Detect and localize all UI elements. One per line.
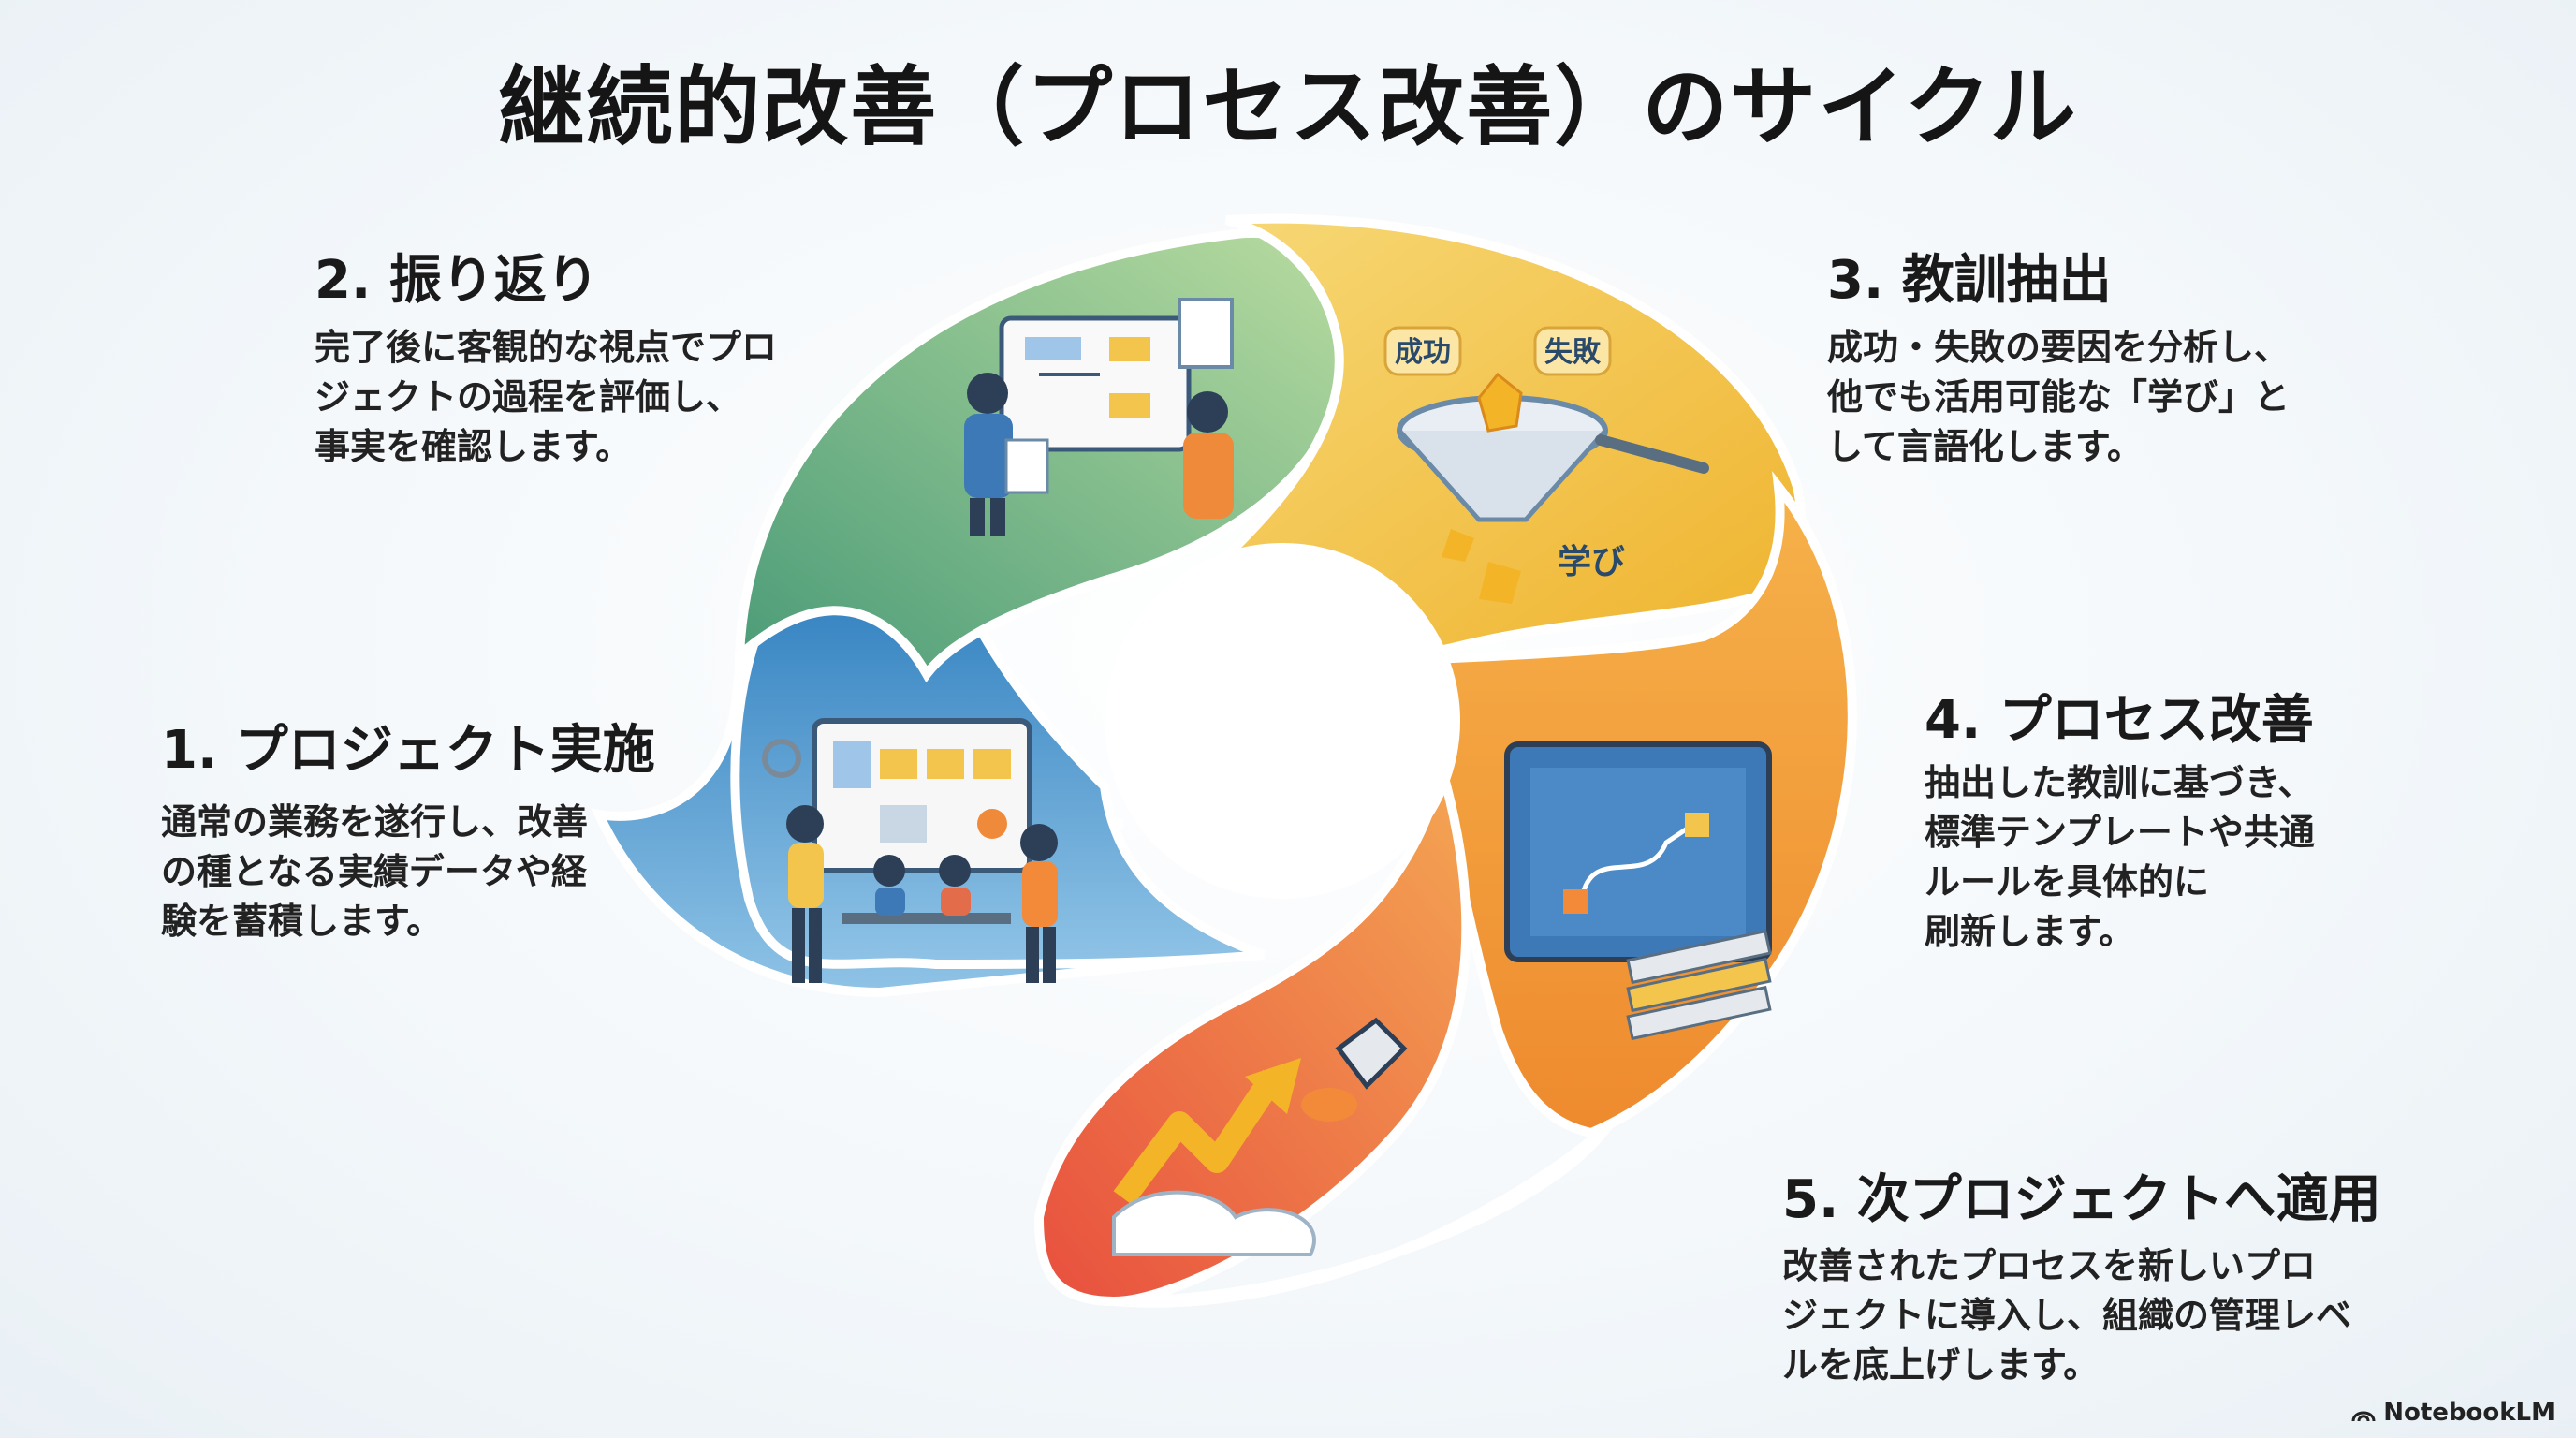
step-4-description: 抽出した教訓に基づき、 標準テンプレートや共通 ルールを具体的に 刷新します。	[1925, 758, 2315, 957]
blueprint-documents-illustration	[1504, 741, 1772, 1041]
notebooklm-logo-icon	[2351, 1411, 2376, 1422]
step-1-desc-line: 験を蓄積します。	[161, 901, 443, 942]
step-3-description: 成功・失敗の要因を分析し、 他でも活用可能な「学び」と して言語化します。	[1827, 323, 2290, 472]
page-title: 継続的改善（プロセス改善）のサイクル	[498, 57, 2078, 157]
watermark: NotebookLM	[2351, 1399, 2555, 1427]
step-5-description: 改善されたプロセスを新しいプロ ジェクトに導入し、組織の管理レベ ルを底上げしま…	[1782, 1241, 2351, 1390]
step-2-desc-line: ジェクトの過程を評価し、	[315, 376, 742, 418]
step-2-desc-line: 完了後に客観的な視点でプロ	[315, 327, 778, 368]
step-5-desc-line: ジェクトに導入し、組織の管理レベ	[1782, 1295, 2352, 1336]
step-2-title: 2. 振り返り	[315, 250, 599, 311]
watermark-text: NotebookLM	[2383, 1399, 2555, 1427]
step-3-desc-line: 成功・失敗の要因を分析し、	[1827, 327, 2291, 368]
review-discussion-illustration	[964, 298, 1234, 536]
segment-5-tail	[1113, 1120, 1615, 1308]
step-1-description: 通常の業務を遂行し、改善 の種となる実績データや経 験を蓄積します。	[161, 798, 588, 946]
step-5-desc-line: 改善されたプロセスを新しいプロ	[1782, 1245, 2317, 1286]
cycle-center	[1105, 543, 1460, 899]
step-3-title: 3. 教訓抽出	[1827, 250, 2112, 311]
step-3-desc-line: して言語化します。	[1827, 426, 2144, 467]
step-2-description: 完了後に客観的な視点でプロ ジェクトの過程を評価し、 事実を確認します。	[315, 323, 777, 472]
step-5-desc-line: ルを底上げします。	[1782, 1344, 2100, 1386]
label-learning: 学び	[1558, 542, 1625, 581]
step-5-title: 5. 次プロジェクトへ適用	[1782, 1169, 2381, 1230]
rocket-growth-illustration	[1112, 1017, 1408, 1256]
team-board-illustration	[762, 718, 1058, 983]
step-4-desc-line: 抽出した教訓に基づき、	[1925, 762, 2314, 803]
step-4-desc-line: 標準テンプレートや共通	[1925, 812, 2315, 853]
label-success: 成功	[1395, 336, 1451, 369]
sieve-learning-illustration: 成功 失敗 学び	[1383, 326, 1709, 604]
step-4-desc-line: ルールを具体的に	[1925, 861, 2210, 902]
step-1-title: 1. プロジェクト実施	[161, 720, 655, 781]
step-3-desc-line: 他でも活用可能な「学び」と	[1827, 376, 2291, 418]
step-4-desc-line: 刷新します。	[1925, 911, 2135, 952]
step-2-desc-line: 事実を確認します。	[315, 426, 632, 467]
label-failure: 失敗	[1544, 336, 1602, 369]
gear-icon	[762, 739, 801, 778]
step-4-title: 4. プロセス改善	[1925, 690, 2314, 751]
step-1-desc-line: の種となる実績データや経	[161, 851, 587, 892]
step-1-desc-line: 通常の業務を遂行し、改善	[161, 801, 589, 843]
